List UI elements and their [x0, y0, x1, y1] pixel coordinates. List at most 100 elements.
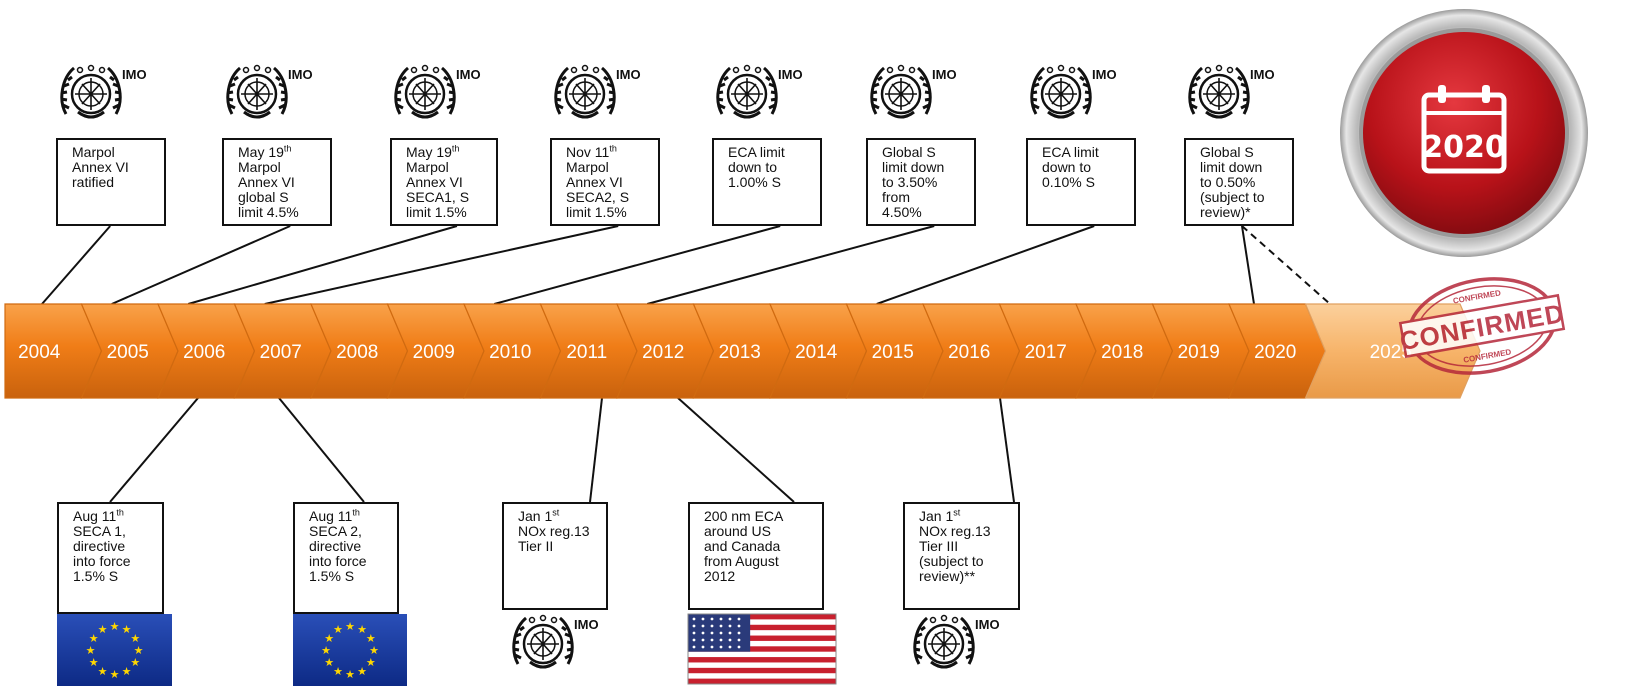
- connector-bottom-2007: [278, 397, 365, 503]
- imo-label: IMO: [574, 617, 599, 632]
- year-label-2011: 2011: [566, 342, 607, 363]
- event-line: Marpol: [406, 159, 449, 175]
- connector-bottom-2016: [999, 397, 1015, 503]
- event-line: Annex VI: [72, 159, 129, 175]
- event-line: NOx reg.13: [919, 523, 991, 539]
- year-label-2018: 2018: [1101, 342, 1143, 363]
- connector-bottom-2011: [589, 397, 603, 503]
- event-line: down to: [728, 159, 778, 175]
- event-line: Global S: [1200, 144, 1254, 160]
- year-label-2020: 2020: [1254, 342, 1296, 363]
- connector-2004: [41, 225, 111, 305]
- event-line: review)*: [1200, 204, 1251, 220]
- event-line: to 0.50%: [1200, 174, 1256, 190]
- imo-emblem-icon: [715, 64, 779, 119]
- event-line: into force: [309, 553, 367, 569]
- connector-2007: [264, 225, 619, 305]
- connector-2010: [493, 225, 781, 305]
- year-label-2016: 2016: [948, 342, 990, 363]
- imo-emblem-icon: [59, 64, 123, 119]
- event-line: ECA limit: [1042, 144, 1099, 160]
- svg-text:★: ★: [321, 644, 331, 657]
- eu-flag-icon: ★★★★★★★★★★★★: [57, 614, 172, 686]
- event-line: (subject to: [1200, 189, 1265, 205]
- svg-text:★: ★: [333, 623, 343, 636]
- event-line: 4.50%: [882, 204, 922, 220]
- event-line: Tier III: [919, 538, 959, 554]
- event-line: Marpol: [566, 159, 609, 175]
- svg-text:★: ★: [122, 623, 132, 636]
- event-line: ratified: [72, 174, 115, 190]
- imo-emblem-icon: [1029, 64, 1093, 119]
- svg-text:★: ★: [98, 665, 108, 678]
- year-label-2009: 2009: [413, 342, 455, 363]
- event-line: May 19th: [238, 143, 292, 160]
- event-line: SECA 1,: [73, 523, 126, 539]
- imo-logo-top-4: IMO: [553, 62, 666, 130]
- imo-logo-bottom-3: IMO: [511, 612, 624, 680]
- year-label-2007: 2007: [260, 342, 302, 363]
- event-line: directive: [73, 538, 126, 554]
- year-label-2008: 2008: [336, 342, 378, 363]
- svg-text:★: ★: [345, 668, 355, 681]
- year-label-2014: 2014: [795, 342, 838, 363]
- event-line: from: [882, 189, 910, 205]
- event-line: Annex VI: [238, 174, 295, 190]
- event-line: 1.5% S: [73, 568, 119, 584]
- imo-logo-top-1: IMO: [59, 62, 172, 130]
- connector-2020: [1241, 225, 1255, 305]
- eu-flag-icon: ★★★★★★★★★★★★: [293, 614, 407, 686]
- year-label-2004: 2004: [18, 342, 61, 363]
- imo-label: IMO: [288, 67, 313, 82]
- event-line: limit 1.5%: [566, 204, 627, 220]
- event-line: down to: [1042, 159, 1092, 175]
- imo-logo-top-5: IMO: [715, 62, 828, 130]
- imo-logo-top-7: IMO: [1029, 62, 1142, 130]
- svg-text:★: ★: [357, 665, 367, 678]
- svg-text:★: ★: [366, 632, 376, 645]
- imo-logo-top-2: IMO: [225, 62, 338, 130]
- event-line: limit down: [882, 159, 945, 175]
- imo-label: IMO: [1250, 67, 1275, 82]
- badge-year-label: 2020: [1422, 130, 1506, 165]
- svg-text:★: ★: [134, 644, 144, 657]
- imo-emblem-icon: [553, 64, 617, 119]
- event-line: SECA1, S: [406, 189, 470, 205]
- connector-bottom-2012: [677, 397, 795, 503]
- imo-label: IMO: [122, 67, 147, 82]
- svg-text:★: ★: [86, 644, 96, 657]
- connector-2025-dashed: [1241, 225, 1331, 305]
- year-label-2013: 2013: [719, 342, 761, 363]
- event-line: and Canada: [704, 538, 781, 554]
- event-line: to 3.50%: [882, 174, 938, 190]
- event-line: Aug 11th: [73, 507, 124, 524]
- svg-text:★: ★: [98, 623, 108, 636]
- svg-text:★: ★: [366, 656, 376, 669]
- imo-logo-bottom-5: IMO: [912, 612, 1025, 680]
- imo-logo-top-6: IMO: [869, 62, 982, 130]
- svg-text:★: ★: [357, 623, 367, 636]
- svg-text:★: ★: [89, 656, 99, 669]
- event-line: directive: [309, 538, 362, 554]
- year-label-2015: 2015: [872, 342, 914, 363]
- event-line: limit 1.5%: [406, 204, 467, 220]
- svg-text:★: ★: [110, 620, 120, 633]
- event-line: Jan 1st: [518, 507, 560, 524]
- svg-text:★: ★: [89, 632, 99, 645]
- event-line: review)**: [919, 568, 976, 584]
- imo-label: IMO: [778, 67, 803, 82]
- event-line: limit 4.5%: [238, 204, 299, 220]
- year-label-2012: 2012: [642, 342, 684, 363]
- svg-text:★: ★: [130, 656, 140, 669]
- connector-2012: [646, 225, 935, 305]
